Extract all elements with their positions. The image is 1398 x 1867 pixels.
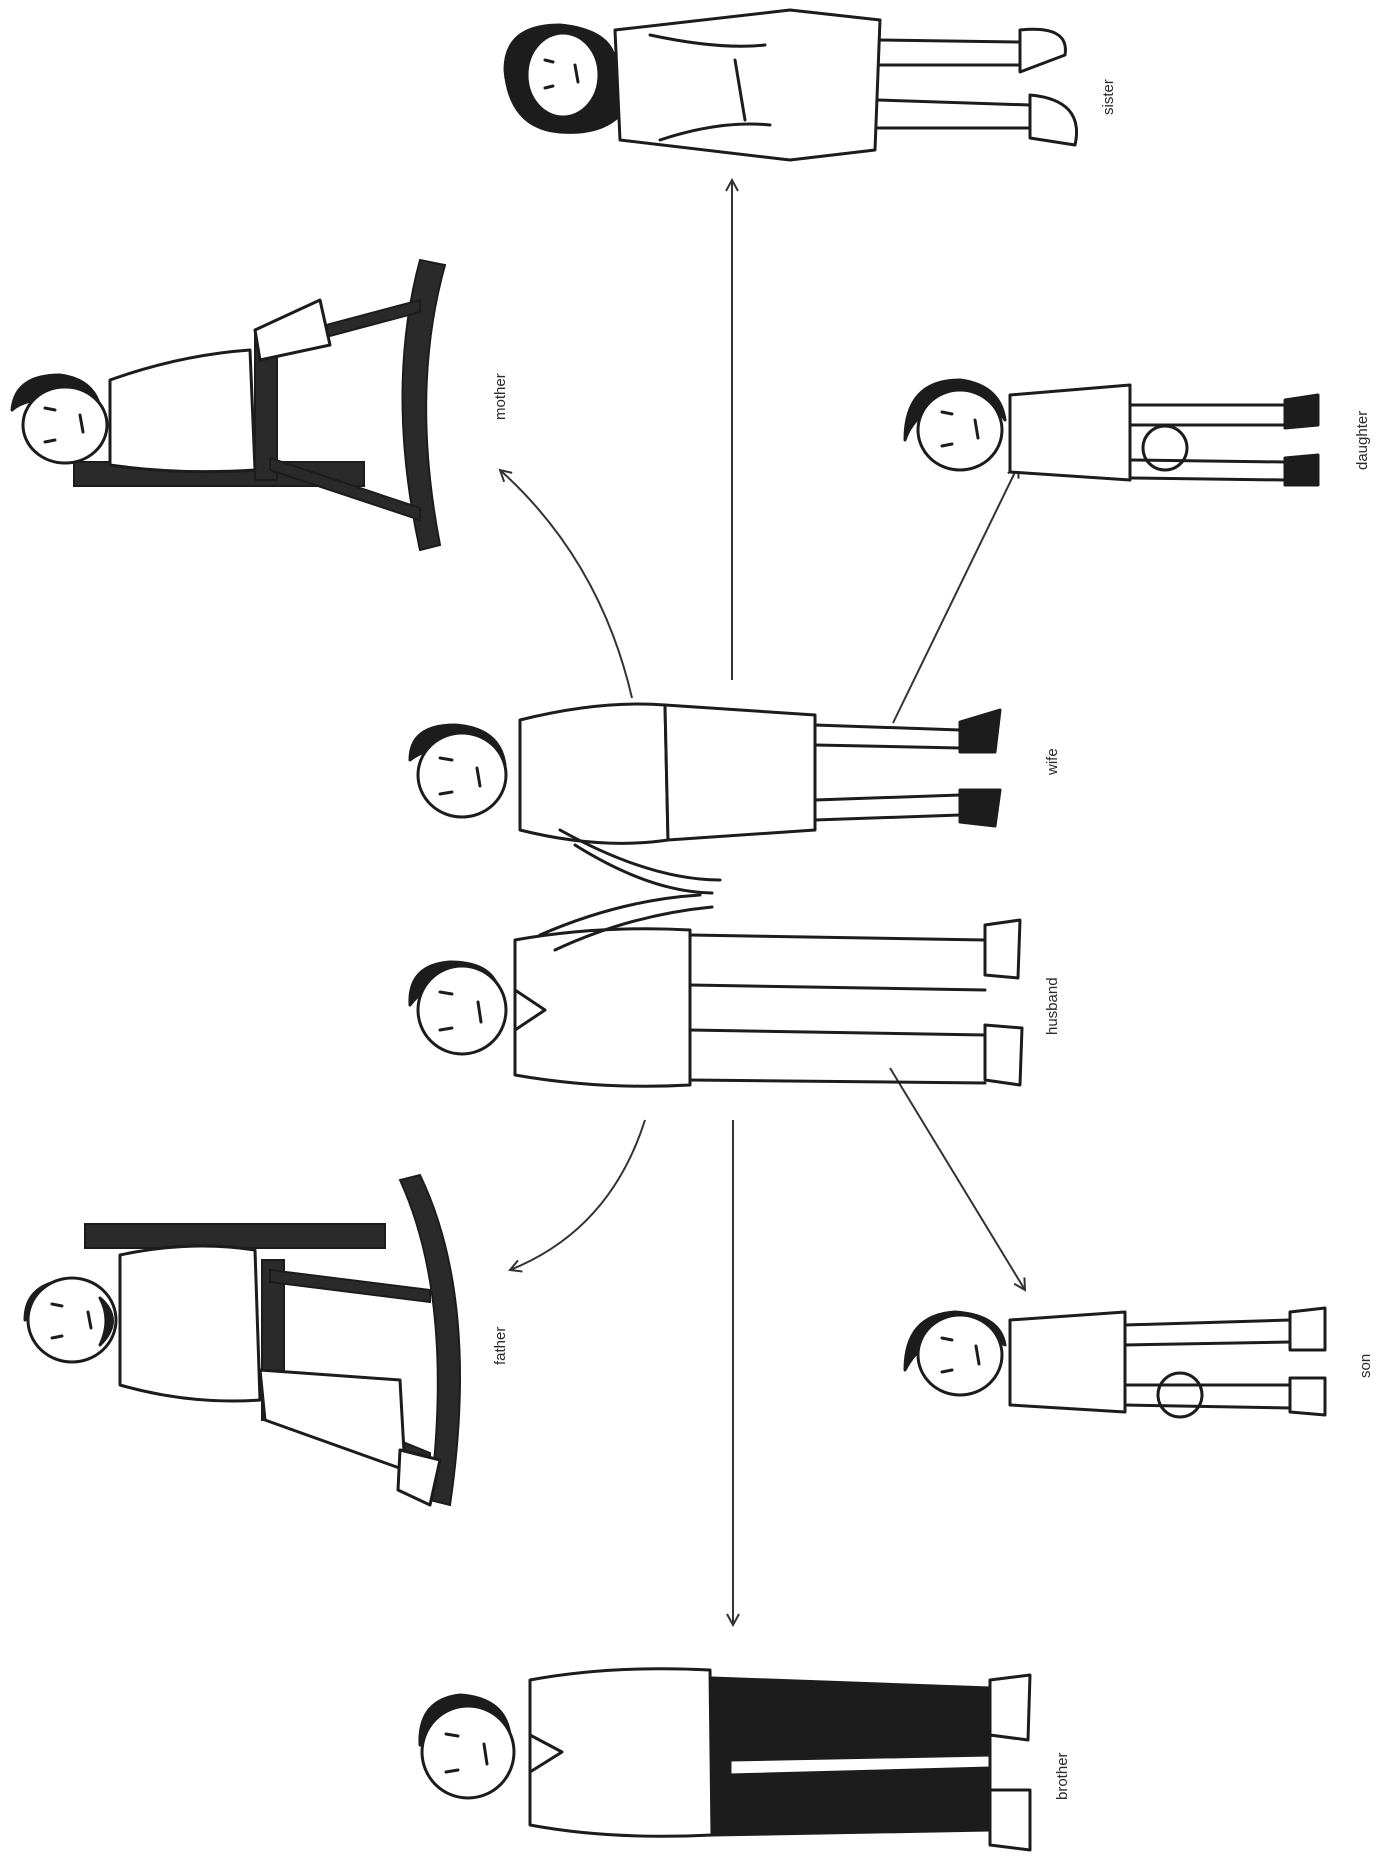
husband-shoe-1 [985,920,1020,978]
father-label: father [492,1327,509,1365]
son-ball [1158,1373,1202,1417]
husband-face [418,966,506,1054]
wife-shoe-2 [960,790,1000,826]
sister-dress [615,10,880,160]
sister-shoe-1 [1020,29,1065,72]
father-body [120,1246,260,1401]
sister-figure [505,10,1077,160]
father-face [28,1278,116,1362]
brother-figure [420,1669,1030,1850]
wife-label: wife [1044,748,1061,776]
wife-figure [410,704,1000,893]
arrow-husband-to-father [510,1120,645,1270]
son-face [918,1315,1002,1395]
daughter-dress [1010,385,1130,480]
daughter-shoe-1 [1285,395,1318,428]
father-legs [260,1370,405,1470]
son-label: son [1357,1354,1374,1378]
sister-legs [878,40,1030,128]
husband-label: husband [1044,977,1061,1035]
mother-body [110,350,255,472]
daughter-ball [1143,426,1187,470]
son-shirt [1010,1312,1125,1412]
daughter-label: daughter [1354,411,1371,470]
daughter-face [918,390,1002,470]
son-shoe-1 [1290,1308,1325,1350]
husband-figure [410,895,1022,1086]
father-figure [25,1175,460,1505]
wife-shoe-1 [960,710,1000,752]
sister-label: sister [1100,79,1117,115]
arrow-husband-to-son [890,1068,1025,1290]
husband-trousers [690,935,985,1083]
son-legs [1125,1320,1290,1408]
mother-label: mother [492,373,509,420]
mother-figure [12,260,445,550]
mother-lap [255,300,330,360]
arrow-wife-to-mother [500,470,632,698]
sister-shoe-2 [1030,95,1077,145]
wife-legs [815,725,960,820]
daughter-figure [905,380,1318,485]
brother-shirt [530,1669,712,1837]
brother-shoe-1 [990,1675,1030,1740]
brother-shoe-2 [990,1790,1030,1850]
wife-skirt [665,705,815,840]
brother-face [422,1706,514,1798]
son-figure [905,1308,1325,1417]
wife-face [418,733,506,817]
son-shoe-2 [1290,1378,1325,1415]
father-chair-back [85,1224,385,1248]
husband-shoe-2 [985,1025,1022,1085]
daughter-shoe-2 [1285,455,1318,485]
mother-face [23,387,107,463]
wife-blouse [520,704,668,843]
brother-label: brother [1054,1752,1071,1800]
arrow-wife-to-daughter [893,466,1018,723]
sister-face [527,33,599,117]
